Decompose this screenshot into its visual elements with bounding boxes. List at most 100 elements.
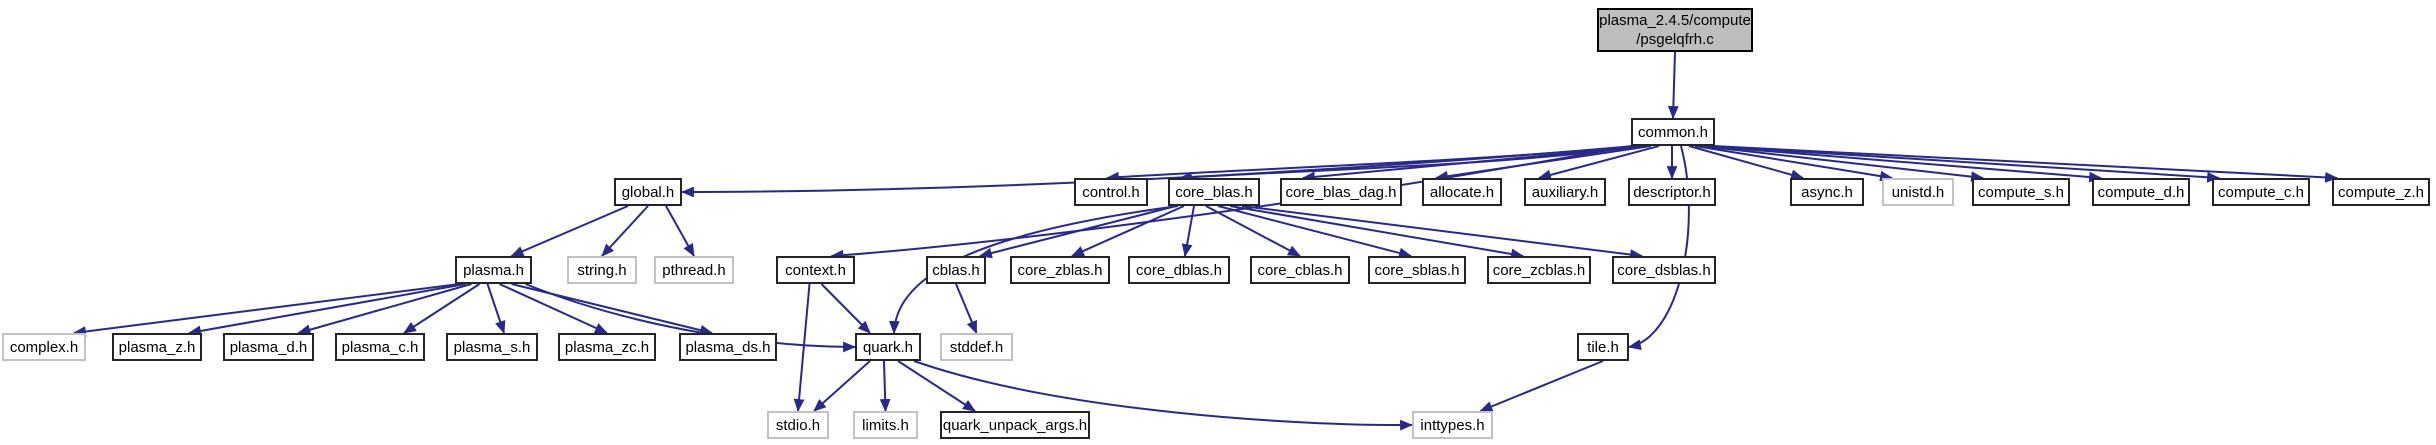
- edge-core_blas-to-core_cblas: [1205, 205, 1301, 257]
- node-core-cblas[interactable]: core_cblas.h: [1250, 256, 1350, 284]
- node-global[interactable]: global.h: [614, 178, 682, 206]
- node-label: tile.h: [1587, 338, 1619, 356]
- node-label: cblas.h: [932, 261, 980, 279]
- node-quark-unpack-args[interactable]: quark_unpack_args.h: [940, 411, 1090, 439]
- node-core-sblas[interactable]: core_sblas.h: [1368, 256, 1466, 284]
- node-compute-d[interactable]: compute_d.h: [2092, 178, 2190, 206]
- edge-common-to-compute_s: [1700, 145, 1985, 183]
- node-compute-c[interactable]: compute_c.h: [2212, 178, 2310, 206]
- edge-root-to-common: [1667, 51, 1679, 120]
- node-label: core_blas_dag.h: [1285, 183, 1397, 201]
- node-plasma-z[interactable]: plasma_z.h: [112, 333, 202, 361]
- node-cblas[interactable]: cblas.h: [926, 256, 986, 284]
- node-plasma-d[interactable]: plasma_d.h: [223, 333, 314, 361]
- node-label: core_dsblas.h: [1617, 261, 1711, 279]
- edge-common-to-control: [1105, 145, 1640, 183]
- edge-context-to-quark: [820, 283, 871, 334]
- node-stdio: stdio.h: [767, 411, 829, 439]
- edge-quark-to-inttypes: [913, 360, 1414, 431]
- edge-tile-to-inttypes: [1479, 360, 1604, 412]
- node-plasma-s[interactable]: plasma_s.h: [446, 333, 538, 361]
- node-label: stdio.h: [775, 416, 821, 434]
- node-label: plasma_c.h: [341, 338, 419, 356]
- node-label: stddef.h: [949, 338, 1004, 356]
- node-tile[interactable]: tile.h: [1577, 333, 1629, 361]
- edge-common-to-core_blas_dag: [1301, 145, 1648, 183]
- edge-plasma-to-plasma_z: [187, 283, 466, 337]
- node-label: allocate.h: [1429, 183, 1495, 201]
- node-plasma-zc[interactable]: plasma_zc.h: [558, 333, 656, 361]
- node-label: compute_c.h: [2218, 183, 2304, 201]
- node-string: string.h: [567, 256, 637, 284]
- node-label: compute_d.h: [2097, 183, 2185, 201]
- node-pthread: pthread.h: [654, 256, 734, 284]
- node-label: limits.h: [862, 416, 909, 434]
- edge-quark-to-stdio: [813, 360, 871, 412]
- edge-plasma-to-plasma_zc: [499, 283, 608, 334]
- edge-plasma-to-plasma_ds: [511, 283, 714, 336]
- node-label-line: plasma_2.4.5/compute: [1599, 12, 1751, 29]
- node-plasma-ds[interactable]: plasma_ds.h: [679, 333, 777, 361]
- node-core-zcblas[interactable]: core_zcblas.h: [1487, 256, 1591, 284]
- node-async[interactable]: async.h: [1790, 178, 1864, 206]
- edge-global-to-pthread: [665, 205, 695, 257]
- node-label: core_cblas.h: [1257, 261, 1343, 279]
- node-root: plasma_2.4.5/compute/psgelqfrh.c: [1597, 8, 1753, 52]
- node-core-blas-dag[interactable]: core_blas_dag.h: [1280, 178, 1402, 206]
- edge-plasma-to-plasma_s: [486, 283, 506, 335]
- edge-common-to-compute_d: [1704, 145, 2103, 183]
- node-descriptor[interactable]: descriptor.h: [1628, 178, 1716, 206]
- node-label: core_dblas.h: [1136, 261, 1222, 279]
- node-label: core_blas.h: [1175, 183, 1253, 201]
- node-auxiliary[interactable]: auxiliary.h: [1524, 178, 1606, 206]
- edge-common-to-auxiliary: [1537, 145, 1660, 181]
- edge-plasma-to-plasma_c: [403, 283, 481, 334]
- node-label: complex.h: [9, 338, 79, 356]
- node-label: control.h: [1082, 183, 1140, 201]
- node-label: plasma_s.h: [453, 338, 531, 356]
- edge-core_blas-to-core_dsblas: [1241, 205, 1644, 260]
- edge-common-to-async: [1688, 145, 1805, 180]
- node-label: plasma_z.h: [118, 338, 196, 356]
- edge-common-to-compute_c: [1708, 145, 2221, 183]
- node-compute-z[interactable]: compute_z.h: [2332, 178, 2430, 206]
- node-label: quark_unpack_args.h: [942, 416, 1088, 434]
- node-control[interactable]: control.h: [1074, 178, 1148, 206]
- node-plasma[interactable]: plasma.h: [455, 256, 532, 284]
- node-label: async.h: [1801, 183, 1853, 201]
- node-core-dblas[interactable]: core_dblas.h: [1128, 256, 1230, 284]
- node-common[interactable]: common.h: [1631, 118, 1715, 146]
- edge-core_blas-to-cblas: [978, 205, 1177, 259]
- node-compute-s[interactable]: compute_s.h: [1972, 178, 2070, 206]
- edge-common-to-tile: [1627, 145, 1690, 350]
- edge-common-to-unistd: [1694, 145, 1894, 182]
- edge-global-to-plasma: [510, 205, 629, 257]
- node-complex: complex.h: [2, 333, 86, 361]
- node-inttypes: inttypes.h: [1412, 411, 1493, 439]
- node-label: auxiliary.h: [1531, 183, 1599, 201]
- node-label: core_zblas.h: [1017, 261, 1103, 279]
- edge-context-to-stdio: [793, 283, 811, 413]
- node-core-dsblas[interactable]: core_dsblas.h: [1612, 256, 1716, 284]
- node-label: core_sblas.h: [1374, 261, 1460, 279]
- node-label: unistd.h: [1891, 183, 1945, 201]
- node-plasma-c[interactable]: plasma_c.h: [335, 333, 425, 361]
- node-allocate[interactable]: allocate.h: [1422, 178, 1502, 206]
- node-unistd: unistd.h: [1882, 178, 1954, 206]
- node-context[interactable]: context.h: [776, 256, 855, 284]
- node-label: inttypes.h: [1420, 416, 1485, 434]
- node-core-blas[interactable]: core_blas.h: [1168, 178, 1260, 206]
- node-label: common.h: [1637, 123, 1709, 141]
- edge-common-to-compute_z: [1712, 145, 2339, 183]
- edge-plasma-to-quark: [525, 283, 857, 353]
- node-label: plasma_zc.h: [564, 338, 650, 356]
- node-label: core_zcblas.h: [1492, 261, 1586, 279]
- node-limits: limits.h: [853, 411, 918, 439]
- node-quark[interactable]: quark.h: [855, 333, 921, 361]
- node-label-line: /psgelqfrh.c: [1636, 31, 1714, 48]
- node-core-zblas[interactable]: core_zblas.h: [1010, 256, 1110, 284]
- edge-plasma-to-plasma_d: [297, 283, 472, 335]
- edge-core_blas-to-core_sblas: [1217, 205, 1413, 259]
